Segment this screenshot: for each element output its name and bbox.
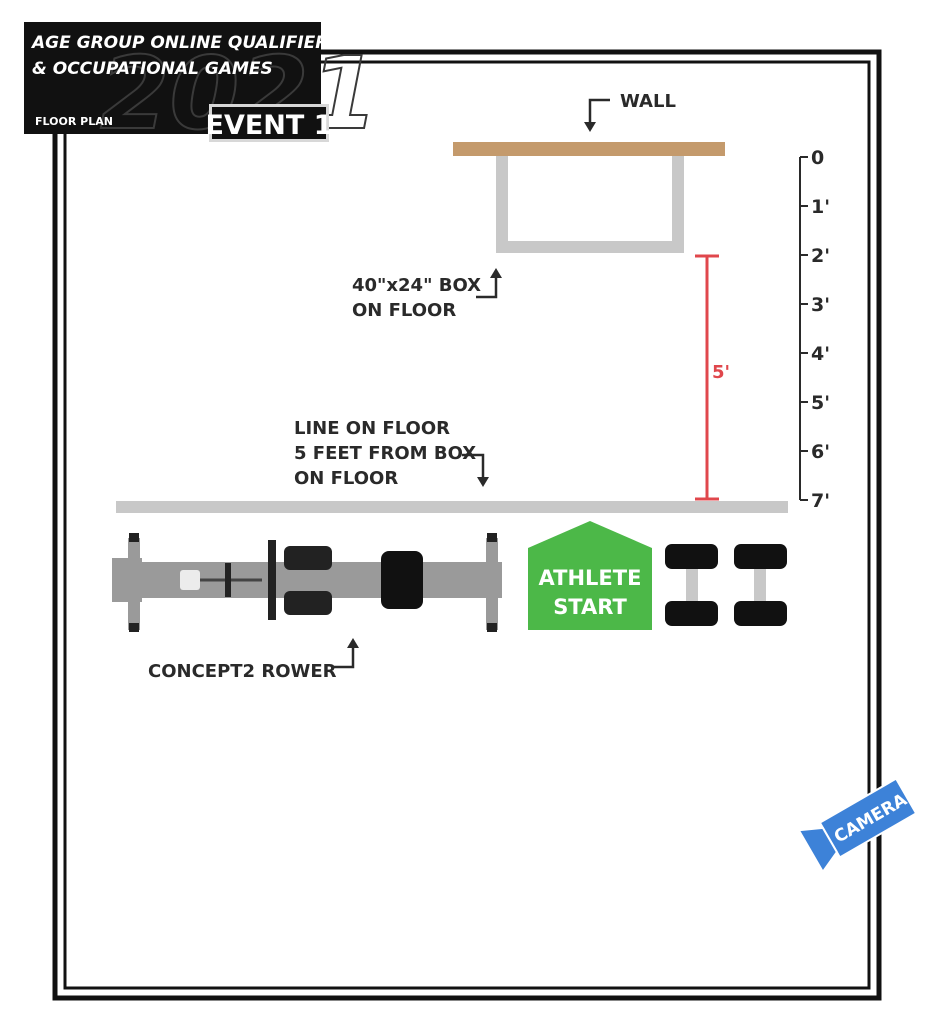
floor-line-arrow-head <box>477 477 489 487</box>
rower-arrow <box>333 643 355 669</box>
dumbbell-2 <box>734 544 787 626</box>
scale-tick-label: 1' <box>811 196 830 218</box>
wall-arrow <box>588 98 610 128</box>
header-block: 2021 AGE GROUP ONLINE QUALIFIER & OCCUPA… <box>24 22 379 153</box>
box-arrow <box>476 272 498 299</box>
header-subtitle: FLOOR PLAN <box>35 115 113 128</box>
wall-arrow-head <box>584 122 596 132</box>
rower-label: CONCEPT2 ROWER <box>148 661 337 682</box>
scale-tick-label: 3' <box>811 294 830 316</box>
rower-arrow-head <box>347 638 359 648</box>
plyo-box <box>496 156 684 253</box>
floor-line-arrow <box>462 453 485 482</box>
dumbbell-1 <box>665 544 718 626</box>
header-title-line1: AGE GROUP ONLINE QUALIFIER <box>30 33 328 53</box>
scale-tick-label: 4' <box>811 343 830 365</box>
box-arrow-head <box>490 268 502 278</box>
header-title-line2: & OCCUPATIONAL GAMES <box>32 59 273 79</box>
scale-tick-label: 6' <box>811 441 830 463</box>
scale-tick-label: 2' <box>811 245 830 267</box>
floor-line <box>116 501 788 513</box>
floor-plan-frame <box>52 49 882 1001</box>
athlete-start-line2: START <box>553 595 627 619</box>
header-event: EVENT 1 <box>206 110 333 141</box>
concept2-rower <box>112 533 502 632</box>
athlete-start-marker <box>528 521 652 630</box>
box-label-line2: ON FLOOR <box>352 300 456 321</box>
distance-marker <box>695 254 719 501</box>
scale-tick-label: 0 <box>811 147 824 169</box>
box-label-line1: 40"x24" BOX <box>352 275 481 296</box>
camera-marker: CAMERA <box>797 777 918 874</box>
scale-tick-label: 7' <box>811 490 830 512</box>
athlete-start-line1: ATHLETE <box>539 566 642 590</box>
wall-label: WALL <box>620 91 676 112</box>
floor-line-label-line1: LINE ON FLOOR <box>294 418 450 439</box>
wall <box>453 142 725 156</box>
feet-scale: 0 1' 2' 3' 4' 5' 6' 7' <box>799 147 830 512</box>
distance-label: 5' <box>712 362 730 383</box>
scale-tick-label: 5' <box>811 392 830 414</box>
floor-line-label-line3: ON FLOOR <box>294 468 398 489</box>
floor-line-label-line2: 5 FEET FROM BOX <box>294 443 476 464</box>
